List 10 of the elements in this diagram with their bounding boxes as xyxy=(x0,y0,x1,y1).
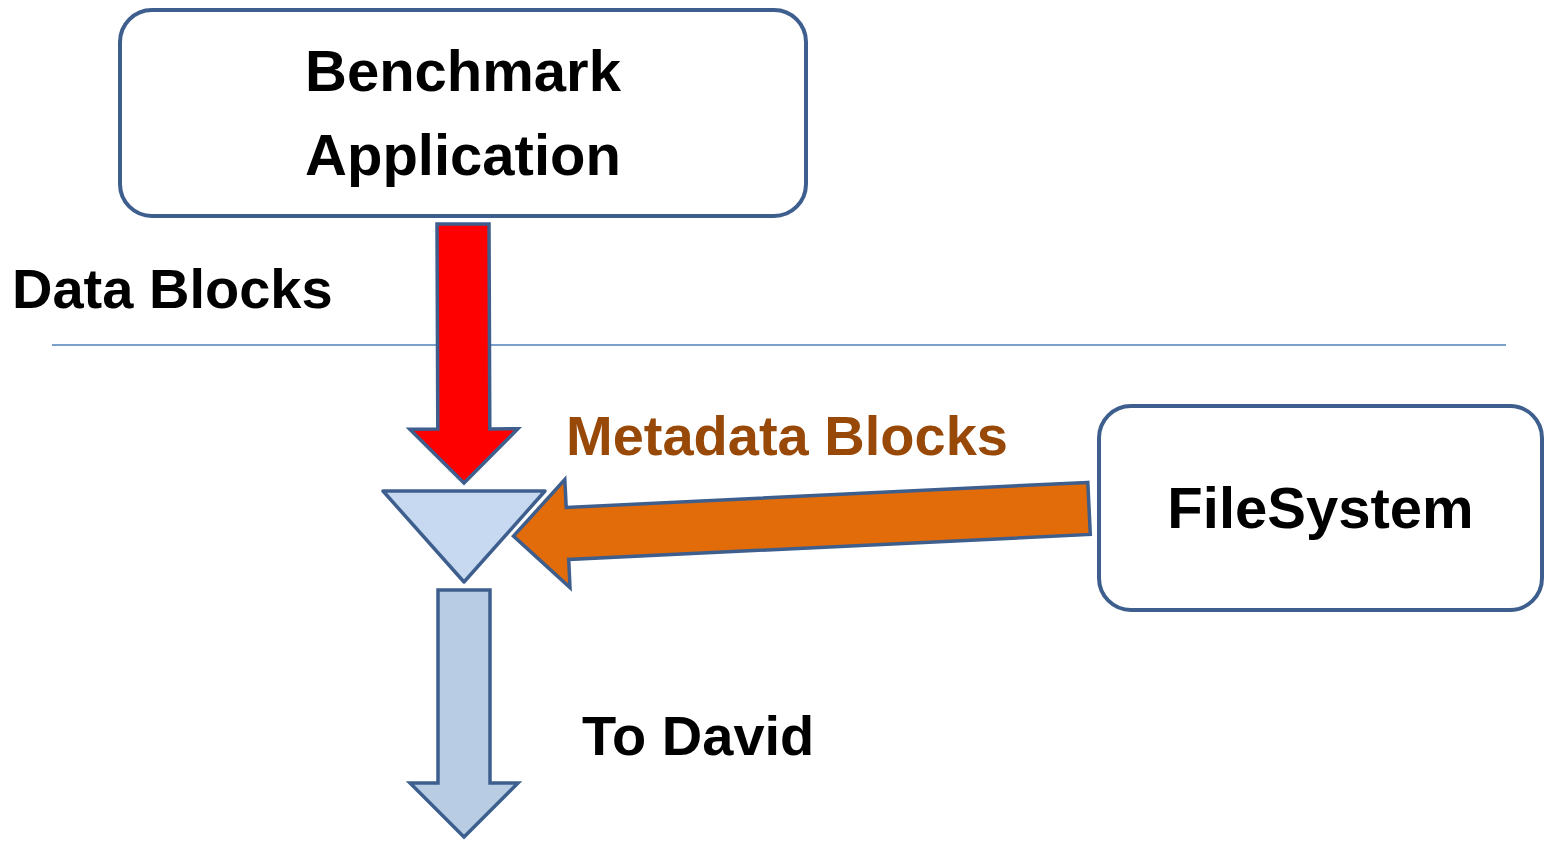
edge-label: Data Blocks xyxy=(12,258,333,320)
block-arrow xyxy=(405,222,522,486)
rounded-box xyxy=(118,8,808,218)
edge-label: Metadata Blocks xyxy=(566,405,1008,467)
block-arrow xyxy=(405,588,523,840)
box-label: FileSystem xyxy=(1167,473,1474,542)
rounded-box xyxy=(1097,404,1544,612)
edge-label: To David xyxy=(582,705,815,767)
block-arrow xyxy=(511,475,1093,592)
box-label: Benchmark Application xyxy=(304,36,622,189)
